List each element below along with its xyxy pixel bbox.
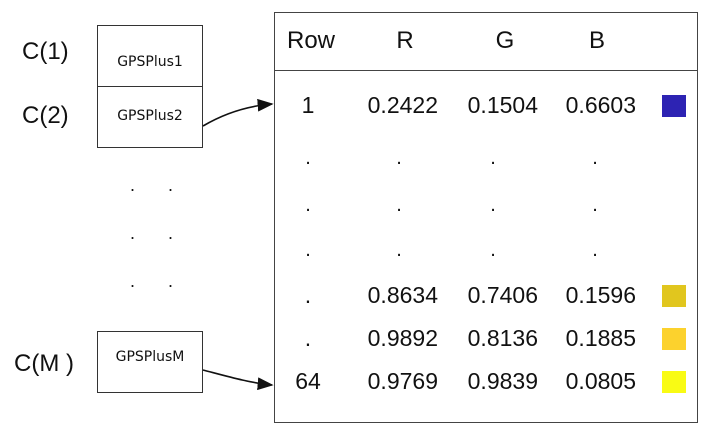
color-swatch <box>662 285 686 307</box>
cell-g: 0.1504 <box>467 92 538 118</box>
arrow-cm-to-row64 <box>202 369 274 391</box>
cell-name-m: GPSPlusM <box>115 349 185 365</box>
row-number: . <box>305 194 311 216</box>
cell-name-2: GPSPlus2 <box>117 108 183 124</box>
cell-r: 0.2422 <box>367 92 438 118</box>
cell-g: . <box>490 239 496 261</box>
color-swatch <box>662 95 686 117</box>
cell-g: 0.9839 <box>467 368 538 394</box>
colormap-table <box>274 12 698 423</box>
header-r: R <box>396 27 414 54</box>
cell-label-2: C(2) <box>22 102 69 129</box>
cell-r: . <box>396 239 402 261</box>
vertical-ellipsis-3: . . <box>130 271 188 291</box>
cell-box-m: GPSPlusM <box>97 331 203 393</box>
row-number: . <box>305 239 311 261</box>
vertical-ellipsis-1: . . <box>130 175 188 195</box>
cell-r: 0.8634 <box>367 282 438 308</box>
cell-b: . <box>592 239 598 261</box>
cell-r: 0.9892 <box>367 325 438 351</box>
cell-label-m: C(M ) <box>14 350 74 377</box>
cell-r: . <box>396 194 402 216</box>
cell-b: 0.1885 <box>565 325 636 351</box>
cell-r: 0.9769 <box>367 368 438 394</box>
color-swatch <box>662 328 686 350</box>
row-number: 64 <box>295 368 321 394</box>
arrow-c2-to-row1 <box>202 98 274 127</box>
row-number: . <box>304 282 312 308</box>
header-g: G <box>495 27 515 54</box>
row-number: . <box>305 147 311 169</box>
cell-label-1: C(1) <box>22 38 69 65</box>
header-row: Row <box>286 27 335 54</box>
cell-box-2: GPSPlus2 <box>97 86 203 148</box>
cell-b: 0.1596 <box>565 282 636 308</box>
cell-box-1: GPSPlus1 <box>97 25 203 87</box>
cell-g: 0.7406 <box>467 282 538 308</box>
cell-g: . <box>490 194 496 216</box>
cell-b: . <box>592 147 598 169</box>
cell-r: . <box>396 147 402 169</box>
header-b: B <box>588 27 605 54</box>
row-number: . <box>304 325 312 351</box>
cell-b: . <box>592 194 598 216</box>
row-number: 1 <box>301 92 315 118</box>
cell-name-1: GPSPlus1 <box>117 54 183 70</box>
cell-g: 0.8136 <box>467 325 538 351</box>
cell-b: 0.6603 <box>565 92 636 118</box>
table-header-divider <box>274 70 698 71</box>
vertical-ellipsis-2: . . <box>130 223 188 243</box>
cell-b: 0.0805 <box>565 368 636 394</box>
cell-g: . <box>490 147 496 169</box>
color-swatch <box>662 371 686 393</box>
